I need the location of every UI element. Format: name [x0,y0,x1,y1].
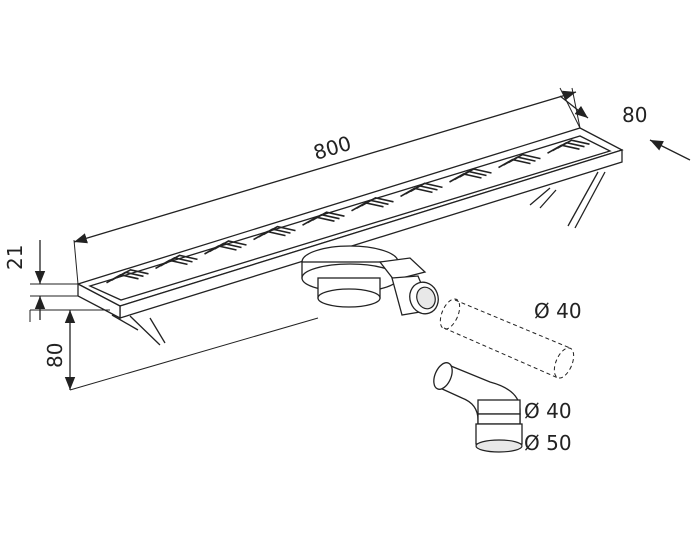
dimension-total-height-label: 80 [43,343,67,368]
elbow-inner-diameter-label: Ø 40 [524,399,572,423]
pipe-outlet-diameter-label: Ø 40 [534,299,582,323]
dimension-grate-height-label: 21 [3,245,27,270]
elbow-outer-diameter-label: Ø 50 [524,431,572,455]
dashed-pipe [439,298,575,379]
dimension-grate-height: 21 [3,240,78,320]
dimension-total-height: 80 [29,309,319,391]
grate-chevron [116,268,149,279]
elbow-fitting [433,362,523,453]
dimension-width-label: 80 [622,103,647,127]
siphon-outlet [301,245,439,316]
dimension-width: 80 [559,87,691,161]
grate-chevron [165,254,198,265]
